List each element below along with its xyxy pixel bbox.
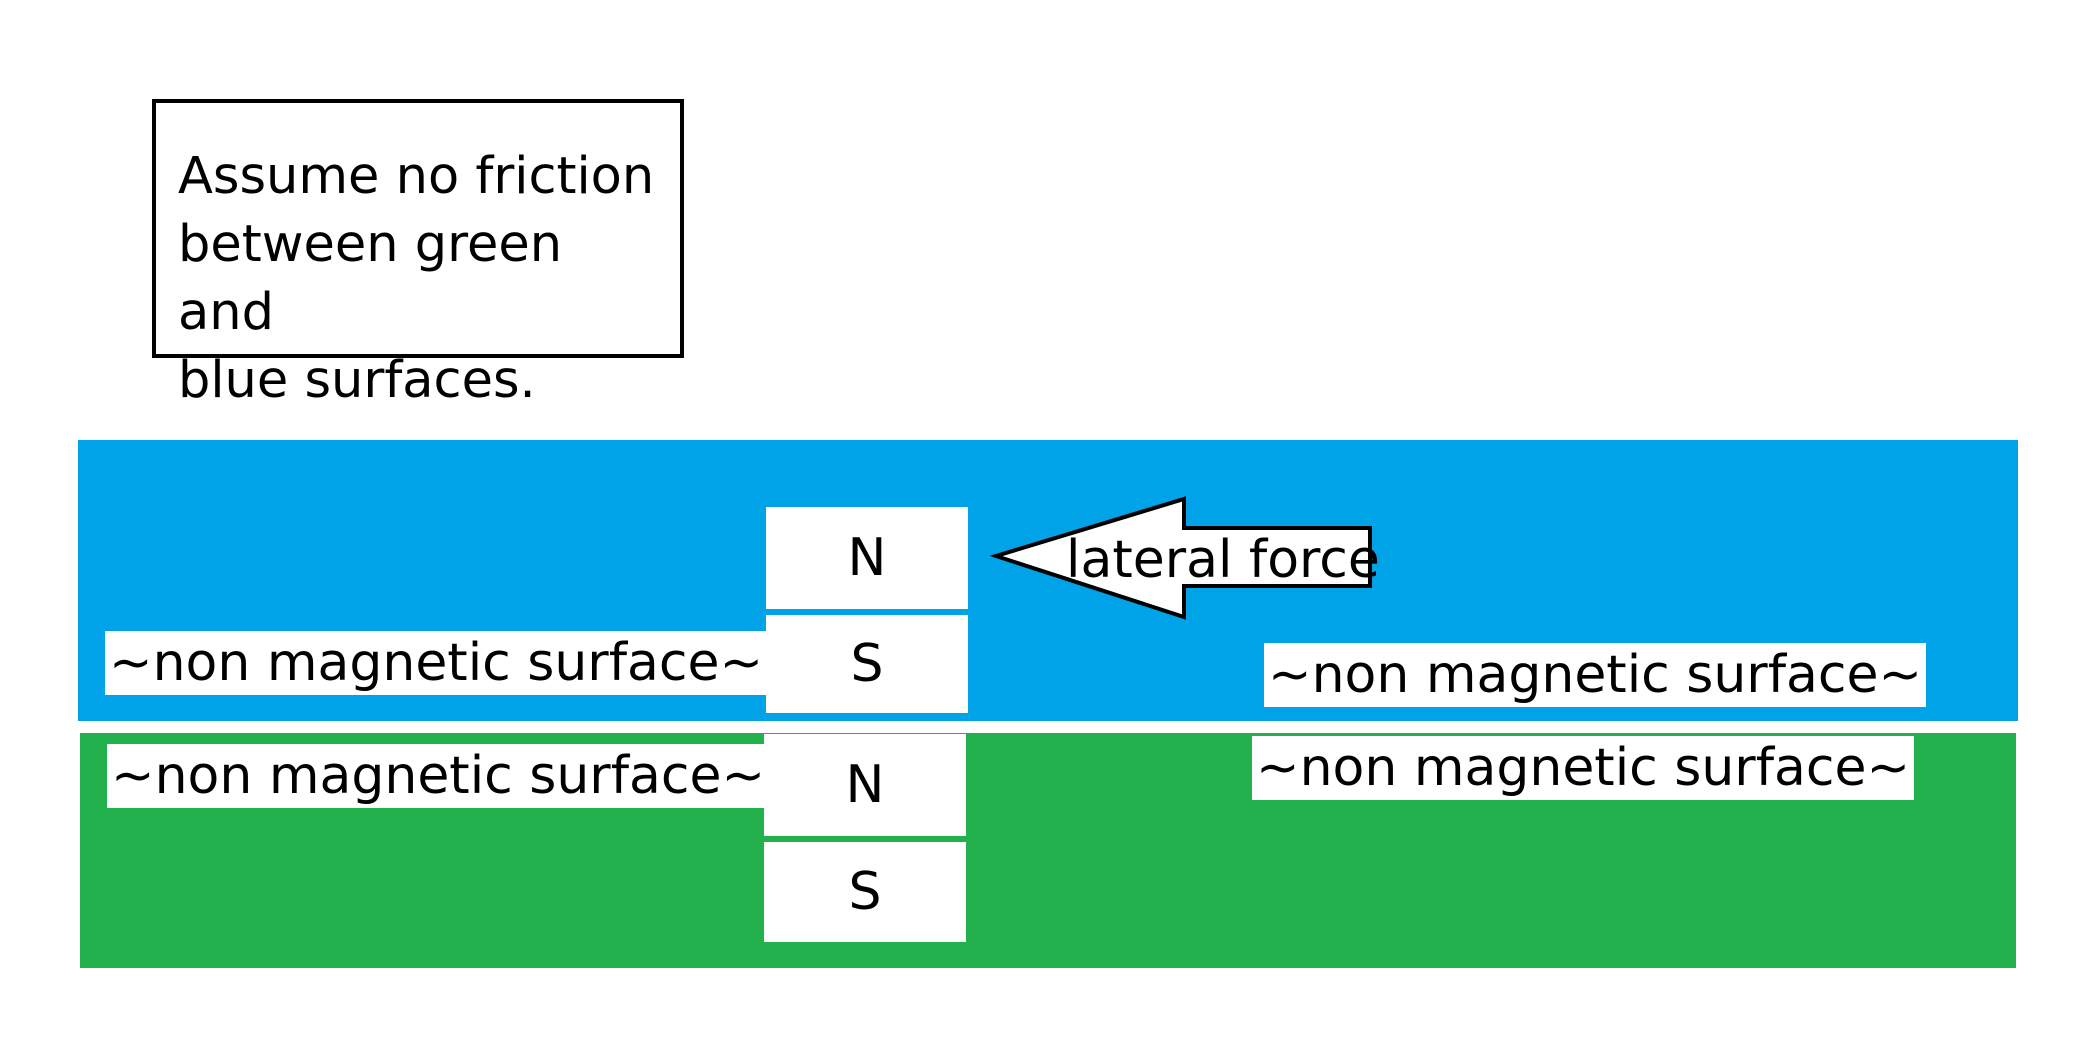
lateral-force-label: lateral force [1066,530,1380,590]
green-left-surface-label: ~non magnetic surface~ [107,744,770,808]
blue-right-surface-label: ~non magnetic surface~ [1264,643,1927,707]
lower-magnet-north-pole: N [764,734,966,836]
upper-magnet-north-pole: N [766,507,968,609]
blue-left-surface-label: ~non magnetic surface~ [105,631,768,695]
lower-magnet-south-pole: S [764,842,966,942]
lateral-force-arrow [989,496,1372,620]
green-right-surface-label: ~non magnetic surface~ [1252,736,1915,800]
lateral-force-arrow-shape [989,496,1372,620]
upper-magnet-south-pole: S [766,615,968,713]
assumption-note: Assume no friction between green and blu… [152,99,684,410]
